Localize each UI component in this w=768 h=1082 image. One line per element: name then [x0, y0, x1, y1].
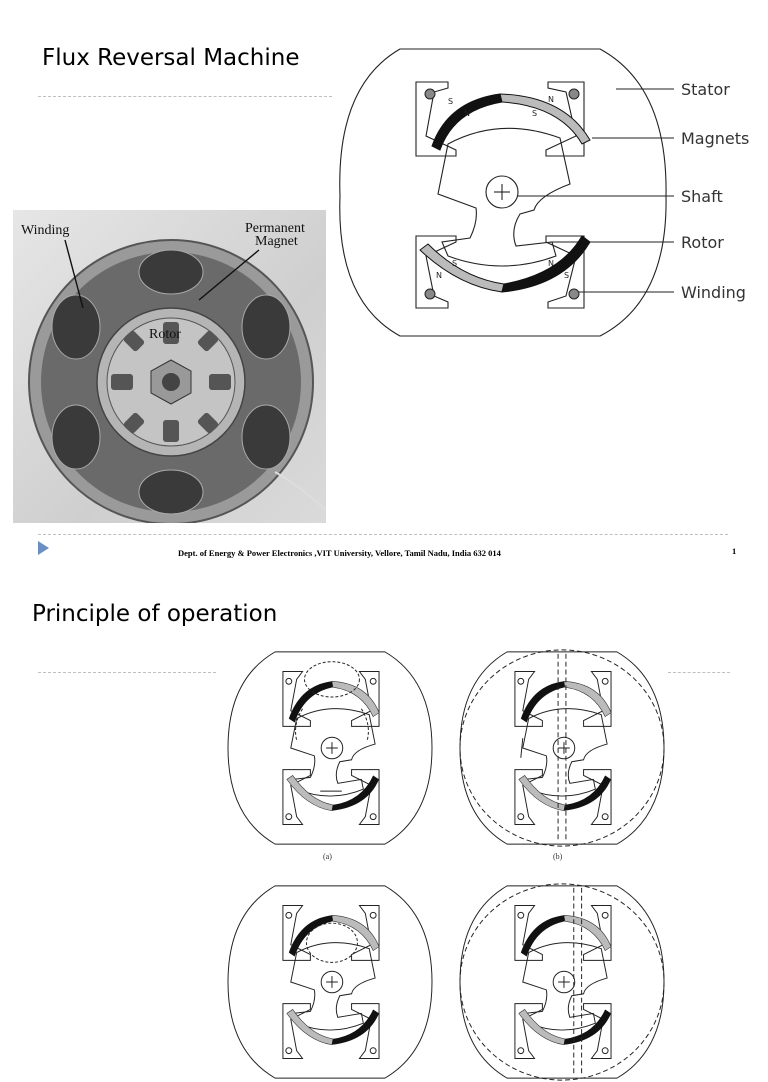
slide-2: Principle of operation: [0, 578, 768, 1081]
winding-conductors: [424, 88, 580, 300]
stator-outline: [339, 48, 667, 337]
label-magnets: Magnets: [681, 129, 750, 148]
pole-mark-n-bottom-left: N: [436, 271, 442, 280]
subfig-label-a: (a): [323, 852, 332, 861]
page-number: 1: [732, 546, 737, 556]
photo-label-winding: Winding: [21, 223, 70, 238]
rotor-outline: [437, 127, 571, 267]
shaft: [485, 175, 519, 209]
pole-mark-s-top-right: S: [532, 109, 537, 118]
photo-label-permanent: Permanent: [245, 221, 305, 236]
figure-a: [227, 651, 433, 845]
stator-pole-upper-right: [545, 81, 585, 157]
footer-arrow-icon: [38, 541, 49, 555]
stator-pole-lower-right: [545, 235, 585, 309]
slide-1: Flux Reversal Machine: [13, 45, 750, 558]
slide-title: Flux Reversal Machine: [42, 45, 300, 71]
pole-mark-s-top-left: S: [448, 97, 453, 106]
magnet-set: [419, 93, 591, 293]
pole-mark-n-bottom-right: N: [548, 259, 554, 268]
photo-label-rotor: Rotor: [149, 327, 181, 342]
pole-mark-s-bottom-left: S: [452, 259, 457, 268]
label-winding: Winding: [681, 283, 746, 302]
title-rule-right: [668, 672, 730, 673]
pole-mark-n-top-right: N: [548, 95, 554, 104]
label-stator: Stator: [681, 80, 730, 99]
footer-text: Dept. of Energy & Power Electronics ,VIT…: [178, 548, 501, 558]
figure-c: [227, 885, 433, 1079]
subfig-label-b: (b): [553, 852, 563, 861]
label-shaft: Shaft: [681, 187, 723, 206]
title-rule: [38, 96, 332, 97]
figure-d: [459, 883, 665, 1081]
figure-b: [459, 649, 665, 847]
label-rotor: Rotor: [681, 233, 724, 252]
pole-mark-s-bottom-right: S: [564, 271, 569, 280]
footer-rule: [38, 534, 728, 535]
machine-diagram: S N N S S N N S: [339, 48, 674, 337]
prototype-photo: Winding Permanent Magnet Rotor: [13, 210, 326, 523]
prototype-illustration: [28, 239, 326, 523]
pole-mark-n-top-left: N: [464, 109, 470, 118]
slide-title: Principle of operation: [32, 601, 278, 627]
title-rule-left: [38, 672, 216, 673]
photo-label-magnet: Magnet: [255, 234, 298, 249]
stator-pole-upper-left: [415, 81, 457, 157]
